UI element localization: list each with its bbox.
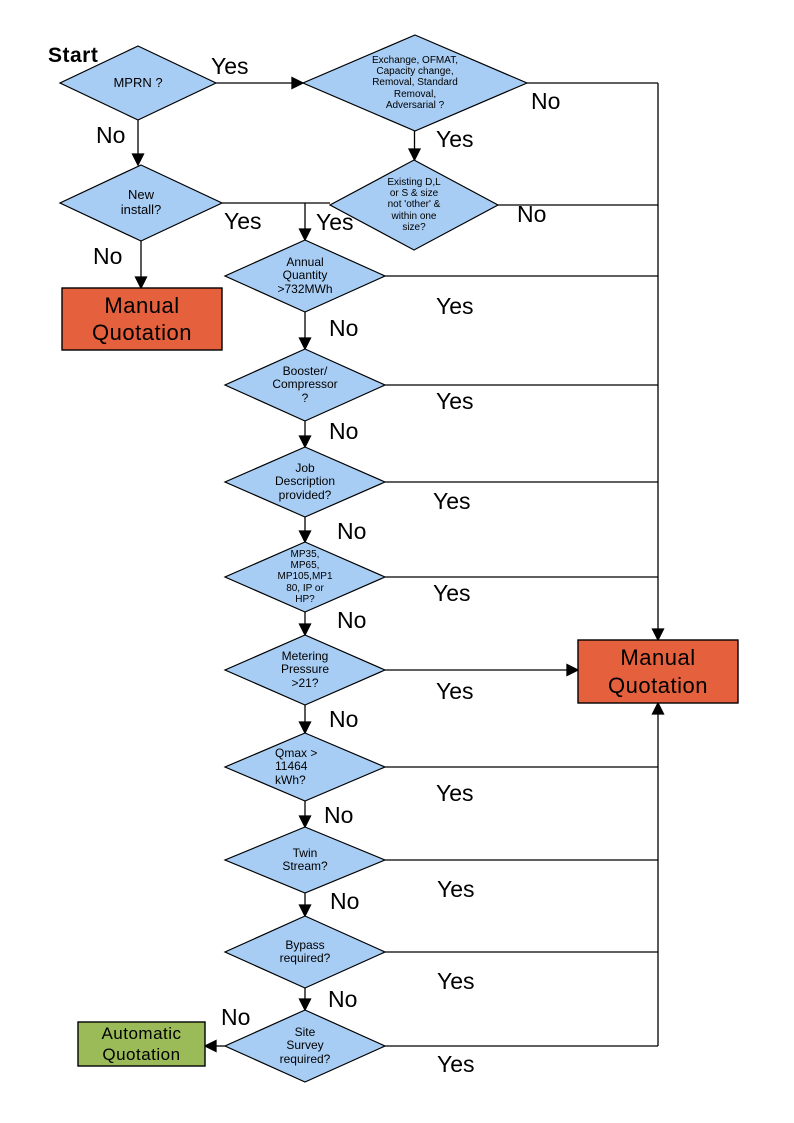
decision-mprn-label: MPRN ?: [113, 74, 163, 90]
connectors: [131, 76, 665, 1053]
decision-shapes: [58, 34, 529, 1083]
terminal-manual-left-label: Manual Quotation: [92, 292, 192, 346]
edge-label-site-survey-yes: Yes: [437, 1051, 475, 1077]
terminal-manual-left-shape: [61, 287, 223, 351]
edge-mprn-yes: [216, 76, 305, 90]
edge-qmax-no: [298, 801, 312, 829]
edge-label-mp-pressure-tier-yes: Yes: [433, 580, 471, 606]
edge-label-existing-size-no: No: [517, 201, 547, 227]
edge-label-bypass-yes: Yes: [437, 968, 475, 994]
edge-mprn-no: [131, 120, 145, 167]
edge-label-mprn-yes: Yes: [211, 53, 249, 79]
edge-label-job-description-yes: Yes: [433, 488, 471, 514]
decision-twin-stream-label: Twin Stream?: [282, 845, 328, 873]
decision-job-description-label: Job Description provided?: [274, 460, 336, 502]
edge-label-twin-stream-no: No: [330, 888, 360, 914]
decision-job-description-shape: [223, 446, 387, 518]
edge-label-qmax-yes: Yes: [436, 780, 474, 806]
edge-label-annual-quantity-no: No: [329, 315, 359, 341]
edge-label-annual-quantity-yes: Yes: [436, 293, 474, 319]
edge-label-mp-pressure-tier-no: No: [337, 607, 367, 633]
start-label: Start: [48, 44, 99, 67]
decision-annual-quantity-label: Annual Quantity >732MWh: [277, 254, 333, 296]
edge-label-mprn-no: No: [96, 122, 126, 148]
decision-metering-pressure-shape: [223, 634, 387, 706]
edge-new-install-no: [134, 241, 148, 290]
edge-twin-no: [298, 893, 312, 918]
edge-label-exchange-no: No: [531, 88, 561, 114]
edge-exchange-no-collector: [527, 82, 665, 642]
edge-label-bypass-no: No: [328, 986, 358, 1012]
edge-site-no: [203, 1039, 225, 1053]
decision-booster-shape: [223, 348, 387, 422]
edge-label-metering-pressure-yes: Yes: [436, 678, 474, 704]
edge-bypass-no: [298, 988, 312, 1012]
edge-booster-no: [298, 421, 312, 449]
edge-label-job-description-no: No: [337, 518, 367, 544]
edge-label-qmax-no: No: [324, 802, 354, 828]
decision-new-install-label: New install?: [120, 187, 162, 217]
edge-metering-yes: [385, 663, 580, 677]
edge-label-twin-stream-yes: Yes: [437, 876, 475, 902]
edge-label-booster-yes: Yes: [436, 388, 474, 414]
decision-mp-pressure-tier-label: MP35, MP65, MP105,MP1 80, IP or HP?: [277, 549, 333, 605]
decision-qmax-shape: [223, 732, 387, 802]
terminal-automatic-shape: [77, 1021, 206, 1067]
edge-mp-no: [298, 612, 312, 637]
edge-label-new-install-no: No: [93, 243, 123, 269]
terminal-shapes: [61, 287, 739, 1067]
decision-qmax-label: Qmax > 11464 kWh?: [275, 745, 318, 787]
decision-existing-size-shape: [328, 159, 500, 251]
terminal-manual-right-label: Manual Quotation: [608, 645, 708, 698]
decision-site-survey-shape: [223, 1009, 387, 1083]
terminal-automatic-label: Automatic Quotation: [101, 1023, 182, 1064]
decision-existing-size-label: Existing D,L or S & size not 'other' & w…: [387, 177, 441, 233]
decision-mp-pressure-tier-shape: [223, 541, 387, 613]
edge-label-exchange-yes: Yes: [436, 126, 474, 152]
edge-label-existing-size-yes: Yes: [316, 209, 354, 235]
decision-exchange-shape: [301, 34, 529, 132]
edge-exchange-yes: [407, 131, 422, 162]
decision-mprn-shape: [58, 45, 218, 121]
edge-label-metering-pressure-no: No: [329, 706, 359, 732]
decision-annual-quantity-shape: [223, 239, 387, 313]
edge-label-site-survey-no: No: [221, 1004, 251, 1030]
decision-exchange-label: Exchange, OFMAT, Capacity change, Remova…: [372, 55, 458, 111]
decision-site-survey-label: Site Survey required?: [279, 1024, 331, 1066]
edge-label-new-install-yes: Yes: [224, 208, 262, 234]
decision-booster-label: Booster/ Compressor ?: [272, 363, 338, 405]
edge-label-booster-no: No: [329, 418, 359, 444]
decision-new-install-shape: [58, 164, 224, 242]
edge-metering-no: [298, 705, 312, 735]
edge-annual-no: [298, 312, 312, 351]
edge-new-install-yes: [222, 202, 330, 242]
decision-bypass-label: Bypass required?: [279, 937, 331, 965]
edge-site-yes-collector: [385, 701, 665, 1047]
decision-bypass-shape: [223, 915, 387, 989]
edge-job-no: [298, 517, 312, 544]
terminal-manual-right-shape: [577, 639, 739, 704]
decision-twin-stream-shape: [223, 826, 387, 894]
decision-metering-pressure-label: Metering Pressure >21?: [280, 648, 330, 690]
